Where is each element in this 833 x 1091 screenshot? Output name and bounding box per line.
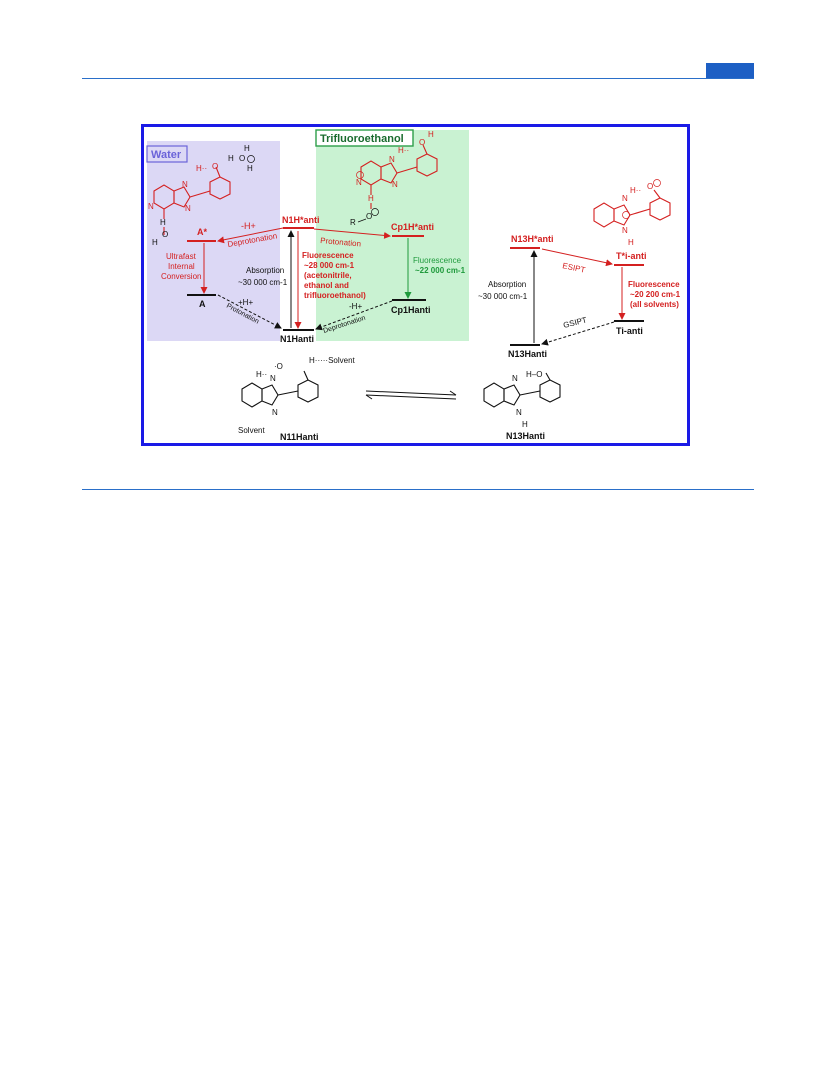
fluor-cp-2: ~22 000 cm-1 (415, 266, 466, 275)
absorption-label: Absorption (246, 266, 284, 275)
svg-text:N: N (270, 374, 276, 383)
fluor-t-2: ~20 200 cm-1 (630, 290, 681, 299)
label-n1: N1Hanti (280, 334, 314, 344)
absorption-energy: ~30 000 cm-1 (238, 278, 288, 287)
svg-text:H··: H·· (256, 370, 267, 379)
svg-text:H: H (152, 238, 158, 247)
water-label: Water (151, 149, 182, 161)
svg-text:H–O: H–O (526, 370, 542, 379)
deprot-h: -H+ (241, 221, 256, 231)
svg-text:H: H (428, 130, 434, 139)
tfe-cation-structure (360, 144, 438, 209)
tfe-alkoxide: R O (350, 208, 379, 227)
svg-text:N: N (512, 374, 518, 383)
solvent-top: H·····Solvent (309, 356, 356, 365)
minus-h2: -H+ (349, 302, 362, 311)
ultrafast-1: Ultrafast (166, 252, 197, 261)
tfe-label: Trifluoroethanol (320, 133, 404, 145)
svg-text:·O: ·O (274, 362, 283, 371)
label-a: A (199, 299, 206, 309)
label-n3-star: N13H*anti (511, 234, 554, 244)
svg-text:H: H (247, 164, 253, 173)
arrow-esipt (541, 248, 613, 267)
water-anion-atoms: N N N H·· O (148, 162, 218, 213)
svg-text:O: O (162, 230, 168, 239)
water-label-box (146, 145, 188, 163)
svg-text:N: N (356, 178, 362, 187)
label-t-star: T*i-anti (616, 251, 647, 261)
absorption2-energy: ~30 000 cm-1 (478, 292, 528, 301)
svg-text:H··: H·· (196, 164, 207, 173)
arrow-a-to-n1 (217, 294, 282, 329)
fluor-n1-1: Fluorescence (302, 251, 354, 260)
fluor-t-1: Fluorescence (628, 280, 680, 289)
label-cp: Cp1Hanti (391, 305, 431, 315)
tautomer-atoms: NNH H··O (622, 179, 661, 247)
tfe-label-box (315, 129, 414, 147)
svg-text:H: H (522, 420, 528, 429)
label-t: Ti-anti (616, 326, 643, 336)
svg-text:H: H (228, 154, 234, 163)
svg-text:O: O (212, 162, 218, 171)
svg-text:N: N (622, 194, 628, 203)
svg-text:H: H (628, 238, 634, 247)
fluor-n1-4: ethanol and (304, 281, 349, 290)
label-bottom-right: N13Hanti (506, 431, 545, 441)
ultrafast-2: Internal (168, 262, 195, 271)
tfe-cation-atoms: NNN H··OH H (356, 130, 434, 203)
svg-text:H··: H·· (630, 186, 641, 195)
fluor-t-3: (all solvents) (630, 300, 679, 309)
solvent-bottom: Solvent (238, 426, 265, 435)
svg-text:O: O (647, 182, 653, 191)
svg-text:N: N (392, 180, 398, 189)
label-cp-star: Cp1H*anti (391, 222, 434, 232)
arrow-deprotonation (217, 227, 284, 244)
ultrafast-3: Conversion (161, 272, 201, 281)
arrow-gsipt (541, 321, 615, 346)
plus-h: +H+ (238, 298, 253, 307)
footer-rule (82, 489, 754, 490)
bottom-right-structure (483, 372, 561, 408)
header-rule (82, 78, 754, 79)
svg-text:H: H (244, 144, 250, 153)
svg-text:N: N (622, 226, 628, 235)
label-bottom-left: N11Hanti (280, 432, 319, 442)
equilibrium-arrows (365, 390, 457, 400)
gsipt-label: GSIPT (562, 315, 588, 330)
prot-label: Protonation (320, 236, 362, 249)
svg-text:N: N (182, 180, 188, 189)
absorption2-label: Absorption (488, 280, 526, 289)
label-n3: N13Hanti (508, 349, 547, 359)
svg-text:N: N (148, 202, 154, 211)
fluor-n1-2: ~28 000 cm-1 (304, 261, 355, 270)
fluor-cp-1: Fluorescence (413, 256, 462, 265)
svg-text:N: N (516, 408, 522, 417)
svg-text:H: H (160, 218, 166, 227)
page-tab (706, 63, 754, 78)
label-n1-star: N1H*anti (282, 215, 320, 225)
fluor-n1-3: (acetonitrile, (304, 271, 352, 280)
water-anion-structure (153, 166, 231, 235)
svg-text:H: H (368, 194, 374, 203)
svg-text:O: O (419, 138, 425, 147)
fluor-n1-5: trifluoroethanol) (304, 291, 366, 300)
bottom-right-atoms: NNH H–O (512, 370, 542, 429)
svg-text:O: O (366, 212, 372, 221)
bottom-left-structure (241, 370, 319, 408)
svg-text:N: N (389, 155, 395, 164)
svg-text:R: R (350, 218, 356, 227)
arrow-cp-to-n1 (315, 300, 393, 331)
tautomer-structure (593, 189, 671, 228)
svg-text:N: N (185, 204, 191, 213)
bottom-left-atoms: N N H·· ·O H·····Solvent Solvent (238, 356, 356, 435)
label-a-star: A* (197, 227, 207, 237)
svg-text:H··: H·· (398, 146, 409, 155)
svg-text:O: O (239, 154, 245, 163)
arrow-protonation (313, 228, 391, 239)
esipt-label: ESIPT (562, 261, 587, 275)
svg-text:N: N (272, 408, 278, 417)
